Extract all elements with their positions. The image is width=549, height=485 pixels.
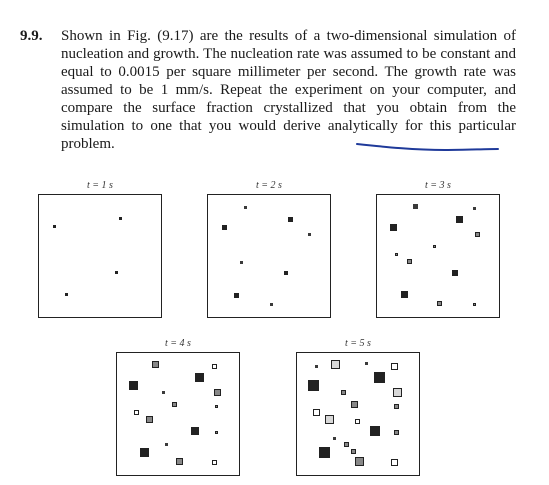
- nucleus: [390, 224, 397, 231]
- panel-t2: t = 2 s: [207, 180, 331, 318]
- nucleus: [270, 303, 273, 306]
- nucleus: [162, 391, 165, 394]
- problem-text: Shown in Fig. (9.17) are the results of …: [61, 28, 516, 152]
- nucleus: [355, 457, 364, 466]
- nucleus: [394, 430, 399, 435]
- nucleus: [140, 448, 149, 457]
- panel-t5-label: t = 5 s: [345, 338, 371, 349]
- nucleus: [370, 426, 380, 436]
- nucleus: [374, 372, 385, 383]
- handwritten-underline: [356, 143, 499, 152]
- nucleus: [53, 225, 56, 228]
- nucleus: [65, 293, 68, 296]
- nucleus: [344, 442, 349, 447]
- nucleus: [437, 301, 442, 306]
- nucleus: [176, 458, 183, 465]
- nucleus: [240, 261, 243, 264]
- nucleus: [351, 401, 358, 408]
- nucleus: [172, 402, 177, 407]
- nucleus: [475, 232, 480, 237]
- nucleus: [234, 293, 239, 298]
- nucleus: [393, 388, 402, 397]
- panel-t1-box: [38, 194, 162, 318]
- panel-t4-label: t = 4 s: [165, 338, 191, 349]
- nucleus: [313, 409, 320, 416]
- nucleus: [152, 361, 159, 368]
- panel-t2-box: [207, 194, 331, 318]
- panel-t3-box: [376, 194, 500, 318]
- nucleus: [244, 206, 247, 209]
- nucleus: [212, 364, 217, 369]
- nucleus: [195, 373, 204, 382]
- nucleus: [394, 404, 399, 409]
- nucleus: [191, 427, 199, 435]
- nucleus: [331, 360, 340, 369]
- nucleus: [315, 365, 318, 368]
- panel-t1: t = 1 s: [38, 180, 162, 318]
- nucleus: [452, 270, 458, 276]
- nucleus: [351, 449, 356, 454]
- panel-t4-box: [116, 352, 240, 476]
- panel-t5-box: [296, 352, 420, 476]
- problem-number: 9.9.: [20, 28, 43, 44]
- panel-t1-label: t = 1 s: [87, 180, 113, 191]
- nucleus: [212, 460, 217, 465]
- nucleus: [473, 303, 476, 306]
- panel-t2-label: t = 2 s: [256, 180, 282, 191]
- nucleus: [473, 207, 476, 210]
- nucleus: [288, 217, 293, 222]
- nucleus: [413, 204, 418, 209]
- nucleus: [214, 389, 221, 396]
- nucleus: [119, 217, 122, 220]
- nucleus: [215, 431, 218, 434]
- nucleus: [391, 363, 398, 370]
- nucleus: [129, 381, 138, 390]
- nucleus: [333, 437, 336, 440]
- panel-t3-label: t = 3 s: [425, 180, 451, 191]
- nucleus: [146, 416, 153, 423]
- nucleus: [319, 447, 330, 458]
- panel-t3: t = 3 s: [376, 180, 500, 318]
- nucleus: [407, 259, 412, 264]
- nucleus: [325, 415, 334, 424]
- nucleus: [341, 390, 346, 395]
- nucleus: [215, 405, 218, 408]
- nucleus: [115, 271, 118, 274]
- nucleus: [433, 245, 436, 248]
- panel-t5: t = 5 s: [296, 338, 420, 476]
- nucleus: [308, 233, 311, 236]
- nucleus: [391, 459, 398, 466]
- nucleus: [365, 362, 368, 365]
- panel-t4: t = 4 s: [116, 338, 240, 476]
- nucleus: [165, 443, 168, 446]
- nucleus: [355, 419, 360, 424]
- nucleus: [284, 271, 288, 275]
- nucleus: [401, 291, 408, 298]
- nucleus: [395, 253, 398, 256]
- nucleus: [308, 380, 319, 391]
- nucleus: [456, 216, 463, 223]
- nucleus: [134, 410, 139, 415]
- nucleus: [222, 225, 227, 230]
